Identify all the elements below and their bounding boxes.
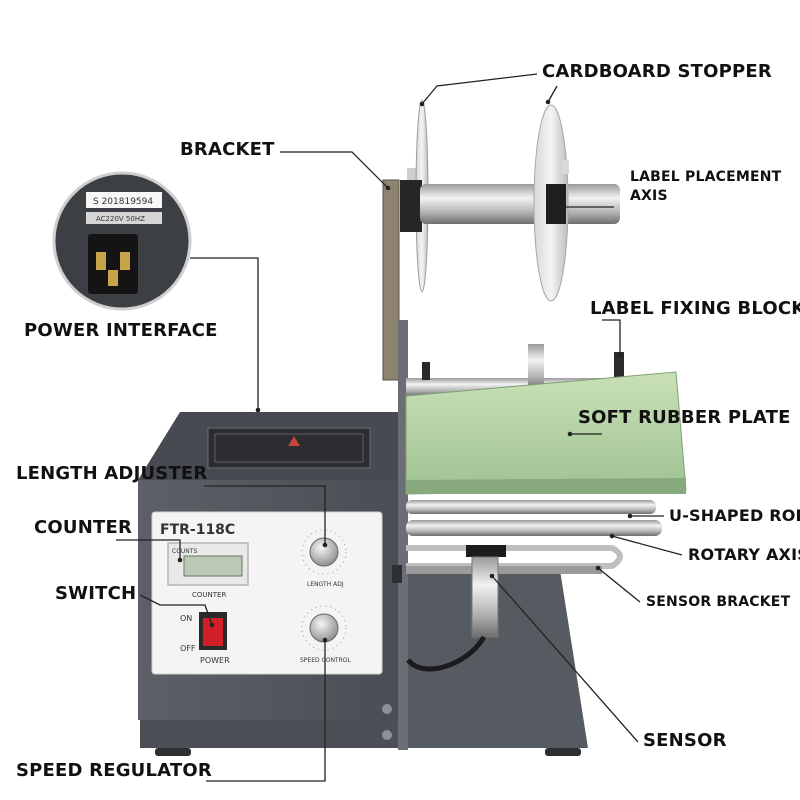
label-placement-axis bbox=[400, 99, 620, 302]
serial-text: S 201819594 bbox=[93, 197, 153, 207]
callout-rotary-axis: ROTARY AXIS bbox=[688, 545, 800, 564]
callout-cardboard-stopper: CARDBOARD STOPPER bbox=[542, 61, 772, 82]
off-text: OFF bbox=[180, 644, 196, 653]
model-text: FTR-118C bbox=[160, 522, 235, 538]
length-adj-text: LENGTH ADJ bbox=[307, 581, 344, 588]
callout-label-placement-axis-line2: AXIS bbox=[630, 188, 668, 204]
callout-soft-rubber-plate: SOFT RUBBER PLATE bbox=[578, 407, 791, 428]
callout-length-adjuster: LENGTH ADJUSTER bbox=[16, 463, 208, 484]
callout-sensor-bracket: SENSOR BRACKET bbox=[646, 594, 791, 610]
front-panel: FTR-118C COUNTS COUNTER ON OFF POWER LEN… bbox=[151, 511, 383, 675]
speed-control-text: SPEED CONTROL bbox=[300, 657, 351, 664]
callout-label-fixing-block: LABEL FIXING BLOCK bbox=[590, 298, 800, 319]
sensor bbox=[406, 545, 506, 672]
power-interface-inset: S 201819594 AC220V 50HZ bbox=[52, 171, 192, 311]
rating-text: AC220V 50HZ bbox=[96, 215, 145, 223]
counter-small-text: COUNTS bbox=[172, 548, 197, 555]
bracket-plate bbox=[382, 179, 408, 750]
callout-u-shaped-rod: U-SHAPED ROD bbox=[669, 506, 800, 525]
callout-counter: COUNTER bbox=[34, 517, 133, 538]
callout-label-placement-axis-line1: LABEL PLACEMENT bbox=[630, 169, 782, 185]
base-plate bbox=[140, 570, 588, 756]
callout-switch: SWITCH bbox=[55, 583, 137, 604]
counter-panel-text: COUNTER bbox=[192, 591, 226, 599]
power-text: POWER bbox=[200, 656, 230, 665]
callout-sensor: SENSOR bbox=[643, 730, 727, 751]
rotary-axis bbox=[406, 500, 662, 574]
callout-speed-regulator: SPEED REGULATOR bbox=[16, 760, 212, 781]
leader-dots bbox=[177, 99, 633, 643]
rubber-plate-assembly bbox=[405, 344, 687, 495]
on-text: ON bbox=[180, 614, 192, 623]
leader-lines bbox=[116, 73, 683, 782]
callout-power-interface: POWER INTERFACE bbox=[24, 320, 218, 341]
callout-bracket: BRACKET bbox=[180, 139, 275, 160]
